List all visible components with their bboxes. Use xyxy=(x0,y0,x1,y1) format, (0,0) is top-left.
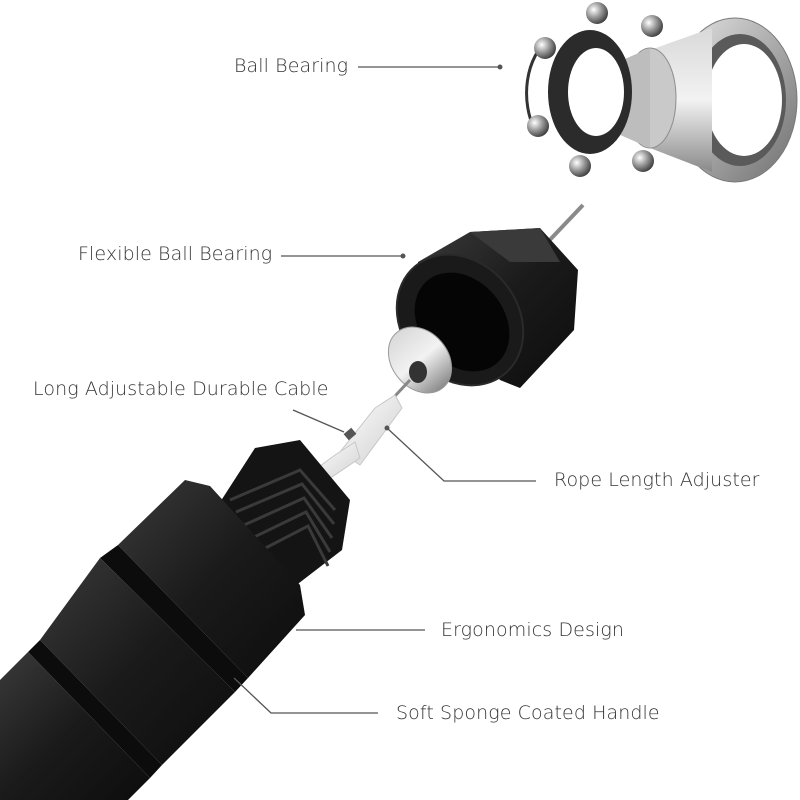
label-flexible-ball-bearing: Flexible Ball Bearing xyxy=(78,243,273,265)
handle-body xyxy=(0,440,350,800)
ball-bearing-assembly xyxy=(525,2,798,183)
label-ball-bearing: Ball Bearing xyxy=(234,55,349,77)
leader-lines xyxy=(233,66,536,714)
label-soft-sponge-handle: Soft Sponge Coated Handle xyxy=(396,702,660,724)
label-cable: Long Adjustable Durable Cable xyxy=(33,378,329,400)
label-ergonomics-design: Ergonomics Design xyxy=(441,619,624,641)
washer xyxy=(387,326,453,398)
flexible-bearing-cap xyxy=(395,203,585,388)
label-rope-length-adjuster: Rope Length Adjuster xyxy=(554,469,760,491)
